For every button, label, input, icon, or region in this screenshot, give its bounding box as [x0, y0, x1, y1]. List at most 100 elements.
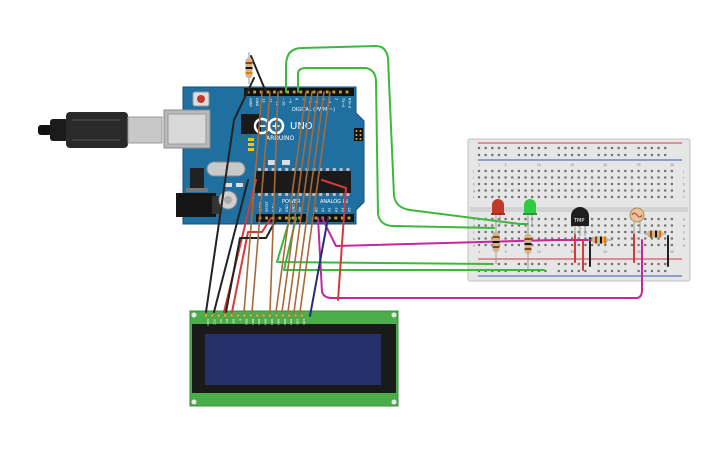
lcd-pin[interactable] [287, 313, 292, 318]
wire-navy [309, 217, 329, 317]
lcd-pin-label: DB4 [270, 319, 274, 325]
row-letter: g [683, 189, 685, 193]
digital-pin[interactable] [266, 90, 270, 94]
lcd-pin-label: DB6 [283, 319, 287, 325]
sensor-label: TMP [573, 218, 584, 224]
digital-pin[interactable] [306, 90, 309, 94]
lcd-pin[interactable] [229, 313, 234, 318]
row-letter: b [473, 237, 475, 241]
photoresistor [629, 207, 645, 234]
lcd-pin[interactable] [242, 313, 247, 318]
wire-brown-7 [293, 91, 325, 313]
power-pin-label: GND [292, 204, 296, 212]
power-pin[interactable] [265, 216, 268, 220]
lcd-pin[interactable] [280, 313, 285, 318]
digital-pin[interactable] [332, 90, 336, 94]
digital-pin-label: AREF [249, 98, 253, 107]
lcd-pin[interactable] [216, 313, 221, 318]
power-pin[interactable] [278, 216, 282, 220]
column-number: 25 [637, 250, 641, 254]
digital-pin[interactable] [286, 90, 289, 94]
column-number: 30 [670, 250, 674, 254]
lcd-pin-label: DB3 [264, 319, 268, 325]
wire-brown-3 [269, 91, 279, 313]
resistor-sensor [588, 236, 612, 244]
lcd-pin[interactable] [248, 313, 253, 318]
digital-pin-label: 8 [295, 98, 299, 101]
lcd-pin-label: V0 [219, 319, 223, 323]
digital-pin[interactable] [273, 90, 276, 94]
analog-pin[interactable] [327, 216, 331, 220]
wire-black-gnd-lcd [205, 77, 255, 313]
lcd-pin-label: DB0 [244, 319, 248, 325]
row-letter: d [683, 224, 685, 228]
digital-pin[interactable] [312, 90, 316, 94]
temperature-sensor: TMP [571, 207, 589, 236]
digital-pin-label: ~9 [288, 98, 292, 104]
analog-label: ANALOG IN [320, 199, 348, 205]
row-letter: f [683, 195, 685, 199]
lcd-pin[interactable] [236, 313, 240, 318]
arduino-uno-board: ARDUINO UNO DIGITAL (PWM ~) POWER ANALOG… [163, 86, 365, 225]
analog-pin-label: A3 [334, 208, 338, 212]
digital-pin[interactable] [292, 90, 296, 94]
lcd-pin[interactable] [210, 313, 215, 318]
analog-pin[interactable] [347, 216, 351, 220]
digital-pin[interactable] [325, 90, 329, 94]
analog-header [312, 214, 354, 222]
row-letter: c [473, 230, 475, 234]
wire-brown-2 [251, 91, 271, 313]
power-pin[interactable] [298, 216, 301, 220]
lcd-pin-label: LED [296, 319, 300, 325]
resistor-led-red [492, 226, 500, 264]
lcd-pin-label: RS [225, 319, 229, 323]
digital-pin-label: ~6 [308, 98, 312, 104]
reset-button-cap[interactable] [197, 95, 205, 103]
lcd-pin[interactable] [293, 313, 298, 318]
lcd-pin[interactable] [274, 313, 279, 318]
lcd-pin[interactable] [261, 313, 266, 318]
wire-red-5v-lcd [231, 217, 272, 313]
digital-label: DIGITAL (PWM ~) [292, 107, 335, 113]
digital-pin[interactable] [319, 90, 322, 94]
row-letter: d [473, 224, 475, 228]
resistor-top [245, 52, 253, 84]
power-pin[interactable] [285, 216, 288, 220]
analog-pin[interactable] [314, 216, 318, 220]
digital-pin[interactable] [345, 90, 349, 94]
lcd-screen [205, 334, 381, 385]
wire-brown-6 [287, 91, 319, 313]
column-number: 5 [505, 163, 507, 167]
power-pin-label: RESET [265, 200, 269, 212]
row-letter: a [683, 243, 685, 247]
voltage-regulator [190, 168, 204, 190]
wire-black-gnd-lcd2 [225, 217, 278, 313]
row-letter: e [683, 217, 685, 221]
brand-label: ARDUINO [266, 135, 295, 142]
digital-pin-label: TX→1 [341, 97, 345, 108]
digital-pin[interactable] [279, 90, 283, 94]
digital-pin[interactable] [253, 90, 256, 94]
lcd-pin[interactable] [300, 313, 304, 318]
analog-pin[interactable] [341, 216, 344, 220]
power-pin[interactable] [291, 216, 295, 220]
analog-pin[interactable] [334, 216, 338, 220]
analog-pin-label: A5 [348, 208, 352, 212]
digital-pin[interactable] [299, 90, 303, 94]
lcd-pin-label: DB2 [257, 319, 261, 325]
lcd-pin[interactable] [268, 313, 272, 318]
lcd-pin[interactable] [204, 313, 208, 318]
dc-power-jack [176, 193, 216, 217]
digital-pin[interactable] [339, 90, 342, 94]
wire-brown-4 [275, 91, 307, 313]
column-number: 15 [570, 163, 574, 167]
wire-green-d8 [285, 45, 529, 225]
lcd-pin[interactable] [255, 313, 260, 318]
lcd-pin[interactable] [223, 313, 228, 318]
